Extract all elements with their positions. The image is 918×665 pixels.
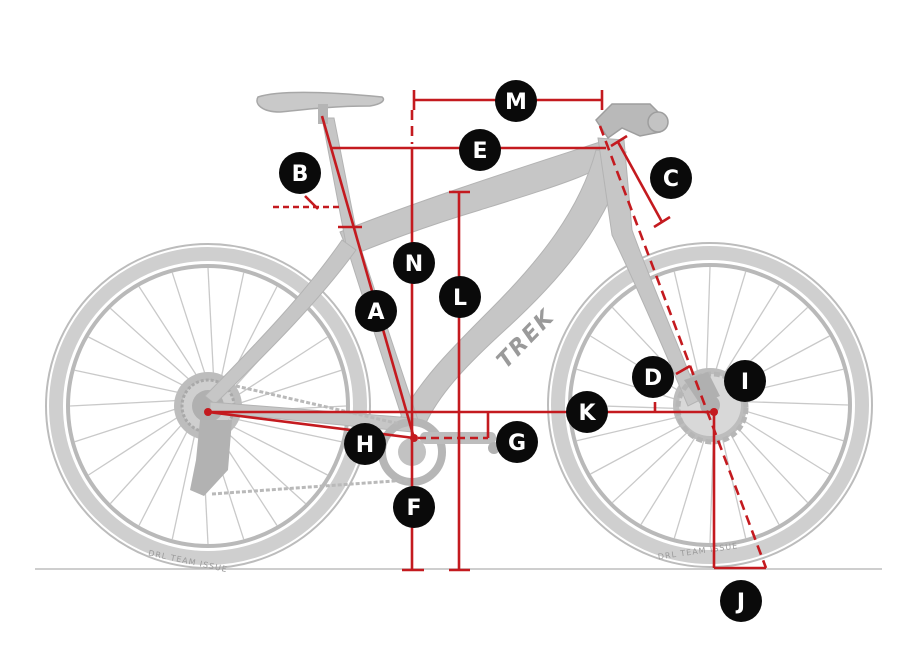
badge-circle	[393, 486, 435, 528]
badge-label-k: K	[578, 401, 596, 426]
saddle	[256, 91, 385, 124]
spoke	[138, 417, 195, 526]
badge-g: G	[496, 421, 538, 463]
badge-circle	[632, 356, 674, 398]
badge-d: D	[632, 356, 674, 398]
badge-label-n: N	[405, 252, 423, 277]
spoke	[225, 336, 328, 404]
badge-i: I	[724, 360, 766, 402]
badge-label-i: I	[741, 370, 749, 395]
stem-handlebar	[595, 103, 669, 140]
badge-h: H	[344, 423, 386, 465]
badge-label-j: J	[735, 590, 745, 615]
badge-circle	[650, 157, 692, 199]
badge-circle	[496, 421, 538, 463]
spoke	[109, 307, 201, 391]
bottom-bracket-point	[410, 434, 418, 442]
badge-label-f: F	[406, 496, 421, 521]
badge-circle	[724, 360, 766, 402]
badge-label-h: H	[356, 433, 374, 458]
spoke	[219, 419, 328, 476]
badge-circle	[495, 80, 537, 122]
badge-label-g: G	[508, 431, 526, 456]
badge-circle	[355, 290, 397, 332]
badge-label-c: C	[663, 167, 679, 192]
badge-circle	[393, 242, 435, 284]
spoke	[207, 267, 215, 390]
spoke	[171, 420, 199, 540]
badge-circle	[566, 391, 608, 433]
spoke	[69, 399, 192, 407]
badge-label-a: A	[367, 300, 384, 325]
badge-b: B	[279, 152, 321, 194]
badge-circle	[439, 276, 481, 318]
spoke	[222, 415, 342, 443]
badge-j: J	[720, 580, 762, 622]
front-axle-point	[710, 408, 718, 416]
badge-label-m: M	[505, 90, 527, 115]
badge-e: E	[459, 129, 501, 171]
badge-circle	[344, 423, 386, 465]
badge-circle	[720, 580, 762, 622]
badge-label-l: L	[453, 286, 467, 311]
spoke	[88, 408, 191, 476]
spoke	[225, 369, 342, 409]
badge-l: L	[439, 276, 481, 318]
spoke	[171, 272, 211, 389]
badge-f: F	[393, 486, 435, 528]
front-brake-rotor	[675, 371, 749, 445]
badge-label-b: B	[292, 162, 309, 187]
spoke	[109, 413, 193, 505]
rear-derailleur	[190, 420, 232, 496]
badge-circle	[279, 152, 321, 194]
measurement-badges: A B C D E F G H I J K L M N	[279, 80, 766, 622]
badge-c: C	[650, 157, 692, 199]
badge-m: M	[495, 80, 537, 122]
badge-label-e: E	[472, 139, 487, 164]
spoke	[74, 403, 191, 443]
spoke	[74, 369, 194, 397]
spoke	[138, 286, 206, 389]
badge-label-d: D	[644, 366, 662, 391]
badge-a: A	[355, 290, 397, 332]
badge-k: K	[566, 391, 608, 433]
chain	[211, 384, 409, 496]
badge-circle	[459, 129, 501, 171]
spoke	[217, 272, 245, 392]
bike-frame	[204, 117, 701, 433]
bicycle-illustration: DRL TEAM ISSUE DRL TEAM ISSUE TREK	[45, 91, 873, 574]
rear-axle-point	[204, 408, 212, 416]
spoke	[88, 336, 197, 393]
badge-n: N	[393, 242, 435, 284]
